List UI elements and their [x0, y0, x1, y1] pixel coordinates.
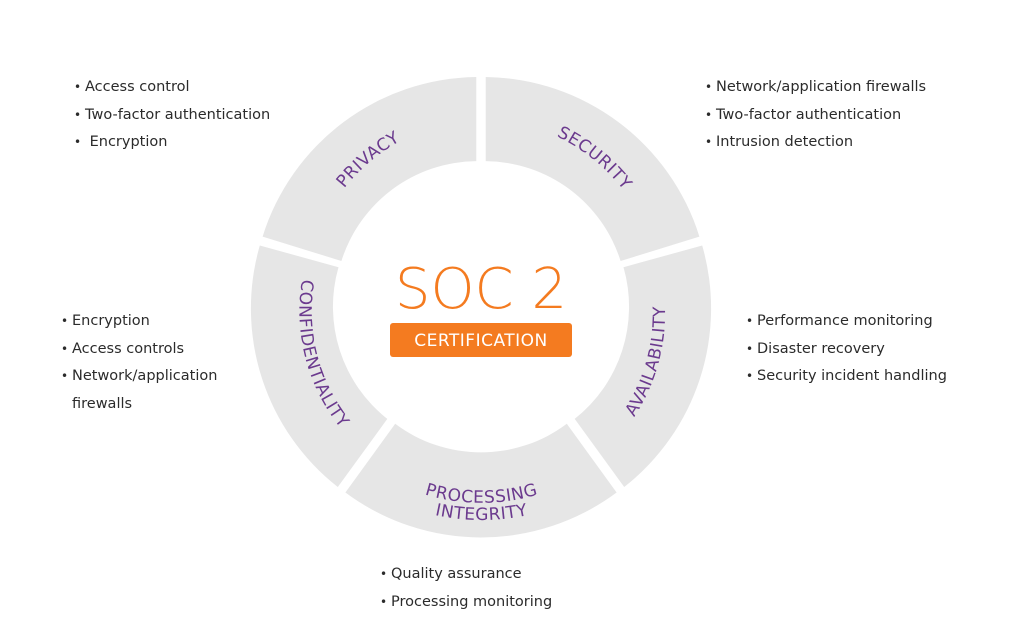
list-item: Network/application firewalls	[705, 74, 926, 102]
confidentiality-controls-list: Encryption Access controls Network/appli…	[61, 308, 242, 418]
list-item: Processing monitoring	[380, 589, 552, 617]
segment-security	[485, 77, 700, 261]
list-item: Encryption	[74, 129, 270, 157]
list-item: Two-factor authentication	[74, 102, 270, 130]
list-item: Intrusion detection	[705, 129, 926, 157]
certification-badge	[390, 323, 572, 357]
center-title: SOC 2 CERTIFICATION	[390, 257, 572, 357]
list-item: Access controls	[61, 336, 242, 364]
availability-controls-list: Performance monitoring Disaster recovery…	[746, 308, 947, 391]
ring-segments	[250, 77, 712, 538]
soc2-title: SOC 2	[395, 257, 567, 322]
segment-processing-integrity	[345, 423, 617, 538]
certification-badge-text: CERTIFICATION	[414, 331, 548, 351]
list-item: Encryption	[61, 308, 242, 336]
list-item: Network/application firewalls	[61, 363, 242, 418]
list-item: Disaster recovery	[746, 336, 947, 364]
list-item: Quality assurance	[380, 561, 552, 589]
processing-integrity-controls-list: Quality assurance Processing monitoring	[380, 561, 552, 616]
segment-privacy	[262, 77, 477, 261]
list-item: Access control	[74, 74, 270, 102]
segment-availability	[574, 245, 712, 487]
privacy-controls-list: Access control Two-factor authentication…	[74, 74, 270, 157]
list-item: Two-factor authentication	[705, 102, 926, 130]
list-item: Security incident handling	[746, 363, 947, 391]
segment-confidentiality	[250, 245, 388, 487]
security-controls-list: Network/application firewalls Two-factor…	[705, 74, 926, 157]
list-item: Performance monitoring	[746, 308, 947, 336]
